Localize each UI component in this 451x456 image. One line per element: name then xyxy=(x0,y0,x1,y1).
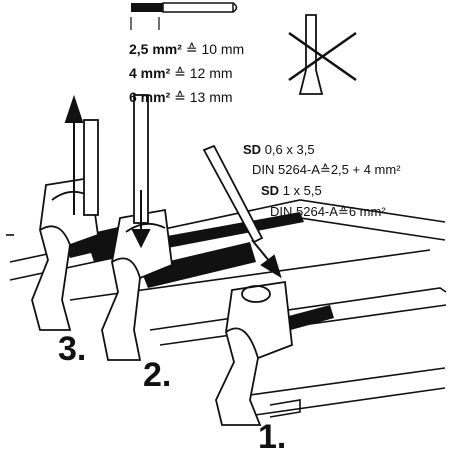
strip-length: 12 mm xyxy=(189,65,233,81)
screwdriver-standard: DIN 5264-A xyxy=(252,162,320,177)
screwdriver-blade-size: 1 x 5,5 xyxy=(282,183,322,198)
wire-size: 2,5 mm² xyxy=(129,41,182,57)
wire-range: 2,5 + 4 mm² xyxy=(330,162,401,177)
screwdriver-spec-2-range: DIN 5264-A≙6 mm² xyxy=(270,205,386,218)
wrong-screwdriver-crossed-icon xyxy=(288,14,357,95)
equivalence-symbol: ≙ xyxy=(174,65,186,81)
terminal-block-1 xyxy=(215,280,293,426)
equivalence-symbol: ≙ xyxy=(174,89,186,105)
wire-spec-row-2: 4 mm² ≙ 12 mm xyxy=(129,66,233,80)
screwdriver-spec-2-size: SD 1 x 5,5 xyxy=(261,184,322,197)
equivalence-symbol: ≙ xyxy=(185,41,198,57)
equivalence-symbol: ≙ xyxy=(319,162,331,177)
step-number-2: 2. xyxy=(143,356,172,394)
wire-spec-row-3: 6 mm² ≙ 13 mm xyxy=(129,90,233,104)
step-number-1: 1. xyxy=(258,418,287,456)
terminal-block-2 xyxy=(101,208,173,361)
screwdriver-standard: DIN 5264-A xyxy=(270,204,338,219)
conductor-wires xyxy=(62,212,334,338)
wire-range: 6 mm² xyxy=(348,204,386,219)
screwdriver-tools xyxy=(83,94,264,244)
action-arrows xyxy=(64,94,282,279)
wire-size: 4 mm² xyxy=(129,65,171,81)
strip-length: 10 mm xyxy=(201,41,245,57)
screwdriver-code: SD xyxy=(243,142,262,157)
screwdriver-code: SD xyxy=(261,183,280,198)
screwdriver-blade-size: 0,6 x 3,5 xyxy=(264,142,315,157)
screwdriver-spec-1-range: DIN 5264-A≙2,5 + 4 mm² xyxy=(252,163,401,176)
terminal-block-3 xyxy=(31,176,99,331)
equivalence-symbol: ≙ xyxy=(337,204,349,219)
wire-size: 6 mm² xyxy=(129,89,171,105)
screwdriver-spec-1-size: SD 0,6 x 3,5 xyxy=(243,143,315,156)
stripped-wire-illustration xyxy=(130,2,238,30)
wire-spec-row-1: 2,5 mm² ≙ 10 mm xyxy=(129,42,244,56)
step-number-3: 3. xyxy=(58,330,87,368)
strip-length: 13 mm xyxy=(189,89,233,105)
